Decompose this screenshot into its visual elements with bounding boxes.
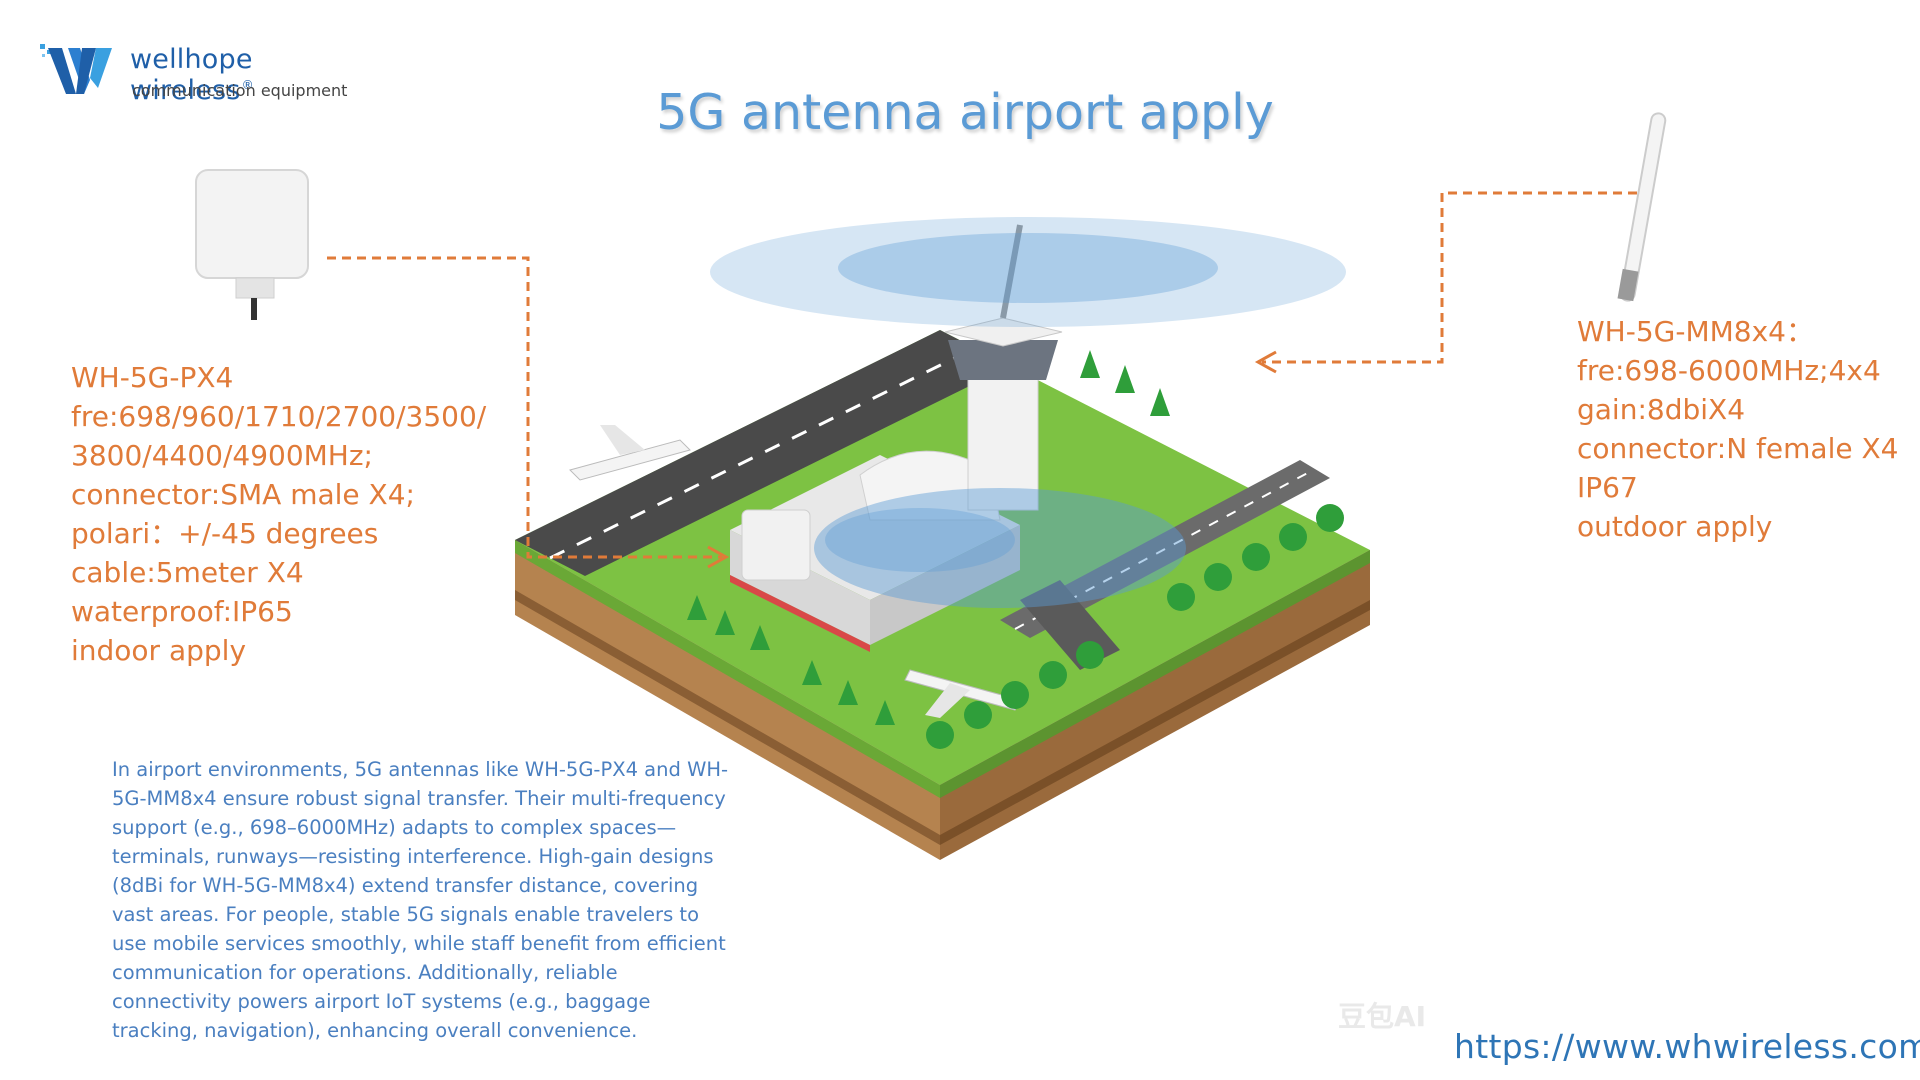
spec-line: IP67 <box>1577 471 1638 504</box>
spec-line: 3800/4400/4900MHz; <box>71 439 373 472</box>
spec-line: fre:698-6000MHz;4x4 <box>1577 354 1881 387</box>
left-product-specs: WH-5G-PX4 fre:698/960/1710/2700/3500/ 38… <box>71 358 486 670</box>
control-tower <box>944 224 1063 511</box>
page-title: 5G antenna airport apply <box>656 84 1274 141</box>
runway <box>515 330 1010 576</box>
wellhope-logo-icon <box>40 44 112 94</box>
brand-name: wellhope wireless® <box>130 44 378 106</box>
spec-line: gain:8dbiX4 <box>1577 393 1746 426</box>
trees <box>687 350 1344 749</box>
omni-antenna-icon <box>1617 112 1667 302</box>
right-product-specs: WH-5G-MM8x4： fre:698-6000MHz;4x4 gain:8d… <box>1577 312 1898 546</box>
panel-antenna-icon <box>195 169 309 320</box>
spec-line: outdoor apply <box>1577 510 1773 543</box>
website-link[interactable]: https://www.whwireless.com <box>1454 1027 1920 1066</box>
spec-line: cable:5meter X4 <box>71 556 304 589</box>
spec-line: WH-5G-PX4 <box>71 361 234 394</box>
arrow-heads <box>707 350 1277 569</box>
spec-line: connector:N female X4 <box>1577 432 1899 465</box>
connector-lines <box>327 191 1637 559</box>
watermark: 豆包AI <box>1338 1000 1427 1033</box>
spec-line: polari：+/-45 degrees <box>71 517 379 550</box>
description-paragraph: In airport environments, 5G antennas lik… <box>112 758 729 1042</box>
brand-tagline: communication equipment <box>132 81 348 100</box>
spec-line: indoor apply <box>71 634 247 667</box>
scene-panel-antenna-icon <box>741 509 811 581</box>
brand-logo: wellhope wireless® communication equipme… <box>38 40 378 110</box>
signal-coverage <box>710 217 1346 608</box>
spec-line: fre:698/960/1710/2700/3500/ <box>71 400 487 433</box>
brand-name-text: wellhope wireless <box>130 44 253 106</box>
registered-mark: ® <box>241 78 254 92</box>
airplane-icon <box>569 425 1021 718</box>
spec-line: waterproof:IP65 <box>71 595 293 628</box>
spec-line: WH-5G-MM8x4： <box>1577 315 1814 348</box>
spec-line: connector:SMA male X4; <box>71 478 415 511</box>
